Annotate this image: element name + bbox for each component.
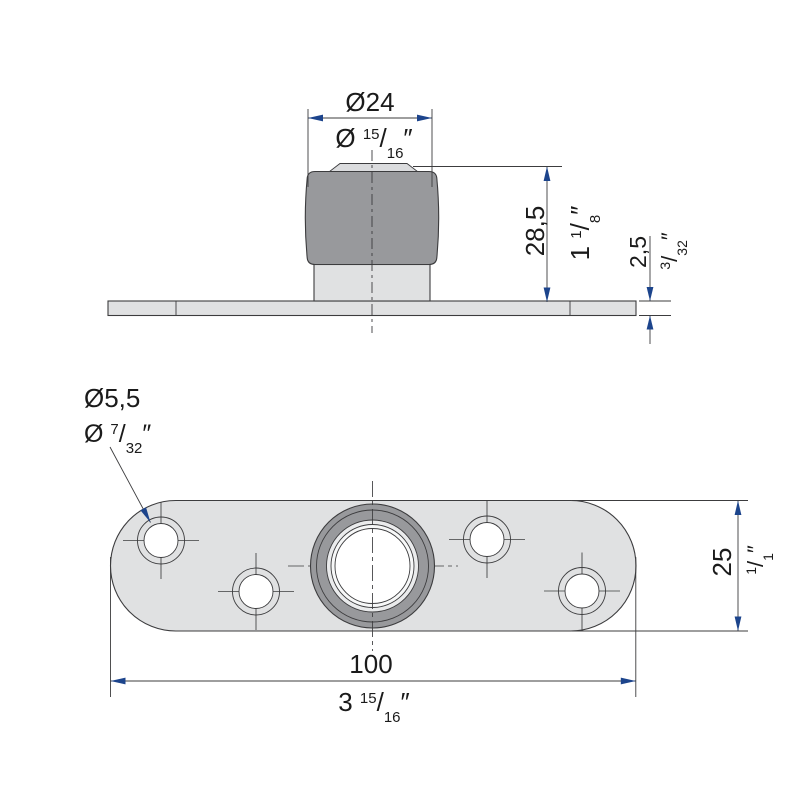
dim-arrow-up <box>543 166 551 181</box>
screw-hole-1 <box>123 502 199 579</box>
leader-arrow <box>140 507 151 523</box>
dim-label-boss-dia-mm: Ø24 <box>345 87 394 117</box>
dim-label-hole-dia-mm: Ø5,5 <box>84 383 140 413</box>
dim-plate-length: 100 3 15/16″ <box>110 557 637 726</box>
screw-hole-2 <box>218 553 294 630</box>
hole-countersink-circle <box>558 567 606 615</box>
dim-arrow-up <box>646 315 654 330</box>
dim-label-length-mm: 100 <box>349 649 392 679</box>
hole-countersink-circle <box>232 567 280 616</box>
dim-label-hole-dia-inch: Ø 7/32″ <box>84 420 151 457</box>
side-view: Ø24 Ø 15/16″ 28,5 1 1/8″ 2,5 3/32″ <box>107 87 690 344</box>
hole-countersink-circle <box>463 515 511 564</box>
dim-label-thickness-inch: 3/32″ <box>657 232 690 270</box>
hole-bore-circle <box>469 522 505 557</box>
dim-arrow-right <box>620 677 636 685</box>
dim-label-length-inch: 3 15/16″ <box>338 687 410 726</box>
dim-boss-height: 28,5 1 1/8″ <box>413 166 604 302</box>
dim-label-height-mm: 28,5 <box>520 206 550 257</box>
dim-label-width-mm: 25 <box>707 548 737 577</box>
dim-arrow-left <box>308 114 323 122</box>
dim-arrow-right <box>417 114 432 122</box>
hole-bore-circle <box>143 523 179 558</box>
dim-label-width-inch: 1/1″ <box>743 545 776 575</box>
screw-hole-3 <box>449 501 525 578</box>
dim-plate-width: 25 1/1″ <box>572 500 776 632</box>
hole-countersink-circle <box>137 516 185 565</box>
boss-top-cap <box>328 163 419 172</box>
hole-bore-circle <box>564 573 600 609</box>
hole-bore-circle <box>238 574 274 609</box>
dim-arrow-up <box>734 500 742 515</box>
dim-boss-diameter: Ø24 Ø 15/16″ <box>307 87 433 187</box>
dim-plate-thickness: 2,5 3/32″ <box>625 232 690 344</box>
dim-label-boss-dia-inch: Ø 15/16″ <box>335 123 412 162</box>
dim-arrow-down <box>734 616 742 631</box>
dim-label-thickness-mm: 2,5 <box>625 236 651 268</box>
boss-top-view <box>288 481 458 651</box>
dim-arrow-down <box>543 287 551 302</box>
screw-hole-4 <box>544 552 620 630</box>
plan-view: Ø5,5 Ø 7/32″ 100 3 15/16″ 25 1/1″ <box>84 383 776 726</box>
callout-hole-diameter: Ø5,5 Ø 7/32″ <box>84 383 151 523</box>
dim-arrow-down <box>646 287 654 301</box>
dim-label-height-inch: 1 1/8″ <box>565 206 604 261</box>
dim-arrow-left <box>110 677 126 685</box>
